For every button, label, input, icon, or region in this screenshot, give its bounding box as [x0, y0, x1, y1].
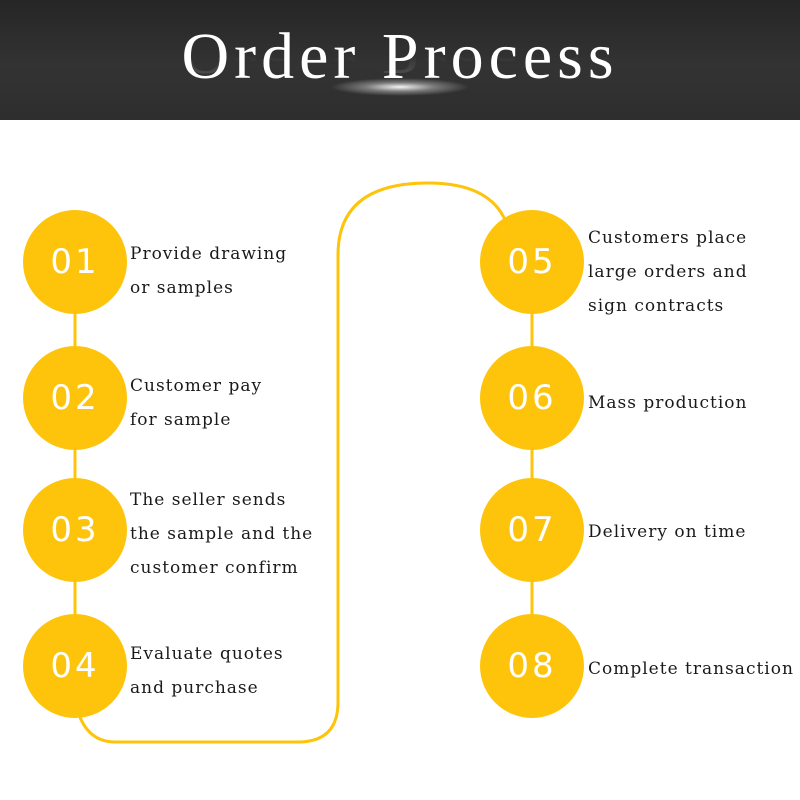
step-06-circle: 06 — [480, 346, 584, 450]
step-04-label: Evaluate quotes and purchase — [130, 644, 284, 698]
step-06-label: Mass production — [588, 393, 748, 413]
step-number: 04 — [50, 646, 100, 686]
step-08-circle: 08 — [480, 614, 584, 718]
step-number: 02 — [50, 378, 100, 418]
step-number: 06 — [507, 378, 557, 418]
s-curve-connector — [76, 181, 508, 744]
step-02-circle: 02 — [23, 346, 127, 450]
header-banner: Order Process Order Process — [0, 0, 800, 120]
step-08-label: Complete transaction — [588, 659, 794, 679]
title-glow — [330, 78, 470, 96]
step-03-label: The seller sends the sample and the cust… — [130, 490, 314, 578]
step-05-circle: 05 — [480, 210, 584, 314]
step-number: 08 — [507, 646, 557, 686]
step-number: 07 — [507, 510, 557, 550]
step-02-label: Customer pay for sample — [130, 376, 263, 430]
step-number: 05 — [507, 242, 557, 282]
step-number: 03 — [50, 510, 100, 550]
step-05-label: Customers place large orders and sign co… — [588, 228, 748, 316]
step-number: 01 — [50, 242, 100, 282]
step-03-circle: 03 — [23, 478, 127, 582]
step-07-label: Delivery on time — [588, 522, 747, 542]
step-01-label: Provide drawing or samples — [130, 244, 288, 298]
step-04-circle: 04 — [23, 614, 127, 718]
step-07-circle: 07 — [480, 478, 584, 582]
step-01-circle: 01 — [23, 210, 127, 314]
